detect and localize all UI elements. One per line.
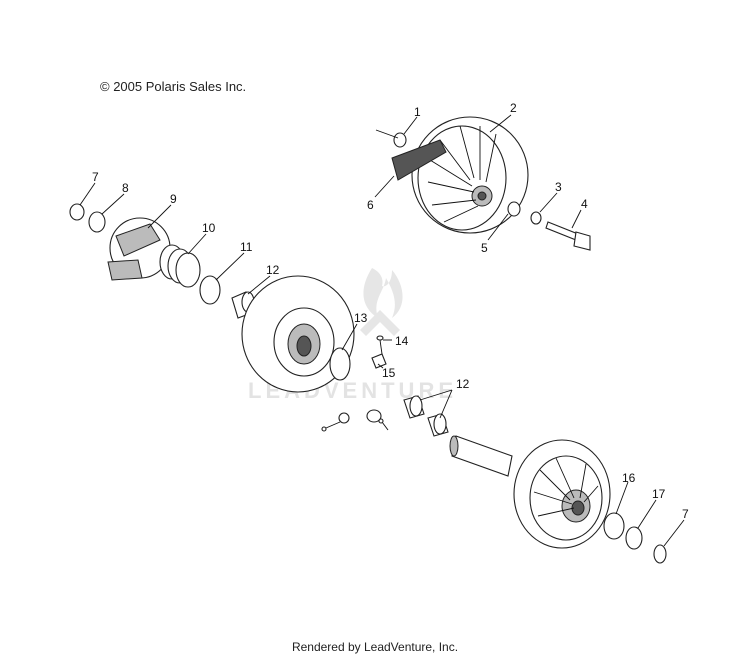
spider-cam-9 [107,217,171,281]
screw-left [321,421,341,432]
fixed-sheave [513,439,611,549]
callout-3: 3 [555,180,562,194]
callout-5: 5 [481,241,488,255]
callout-2: 2 [510,101,517,115]
callout-17: 17 [652,487,666,501]
callout-11: 11 [240,240,253,254]
callout-4: 4 [581,197,588,211]
footer-text: Rendered by LeadVenture, Inc. [291,640,459,654]
screw-right [378,418,389,431]
bushing-12-lower-b [427,413,449,437]
shaft [449,435,513,477]
snap-ring-7-right [653,544,667,564]
callout-1: 1 [414,105,421,119]
callout-9: 9 [170,192,177,206]
nut-small [338,412,350,424]
bolt-4 [545,221,591,251]
callout-16: 16 [622,471,636,485]
spring-10 [159,244,201,288]
ring-11 [199,275,221,305]
washer-16 [603,512,625,540]
movable-sheave [411,116,529,234]
watermark-logo [360,268,403,336]
roller-15 [371,353,387,369]
bushing-13 [329,347,351,381]
ring-17 [625,526,643,550]
callout-13: 13 [354,311,368,325]
leader-lines [79,114,685,547]
snap-ring-7-left [69,203,85,221]
callout-15: 15 [382,366,396,380]
callout-6: 6 [367,198,374,212]
pin-14 [376,335,384,355]
callout-12-upper: 12 [266,263,280,277]
belt-weight-6 [391,139,447,181]
callout-8: 8 [122,181,129,195]
callout-14: 14 [395,334,409,348]
bushing-12-lower-a [403,395,425,419]
washer-8 [88,211,106,233]
washer-5 [507,201,521,217]
roller-small [366,409,382,423]
stationary-sheave [241,275,355,393]
callout-7-left: 7 [92,170,99,184]
callout-7-right: 7 [682,507,689,521]
washer-1 [393,132,407,148]
lock-washer-3 [530,211,542,225]
callout-10: 10 [202,221,216,235]
copyright-text: © 2005 Polaris Sales Inc. [100,79,247,94]
callout-12-lower: 12 [456,377,470,391]
